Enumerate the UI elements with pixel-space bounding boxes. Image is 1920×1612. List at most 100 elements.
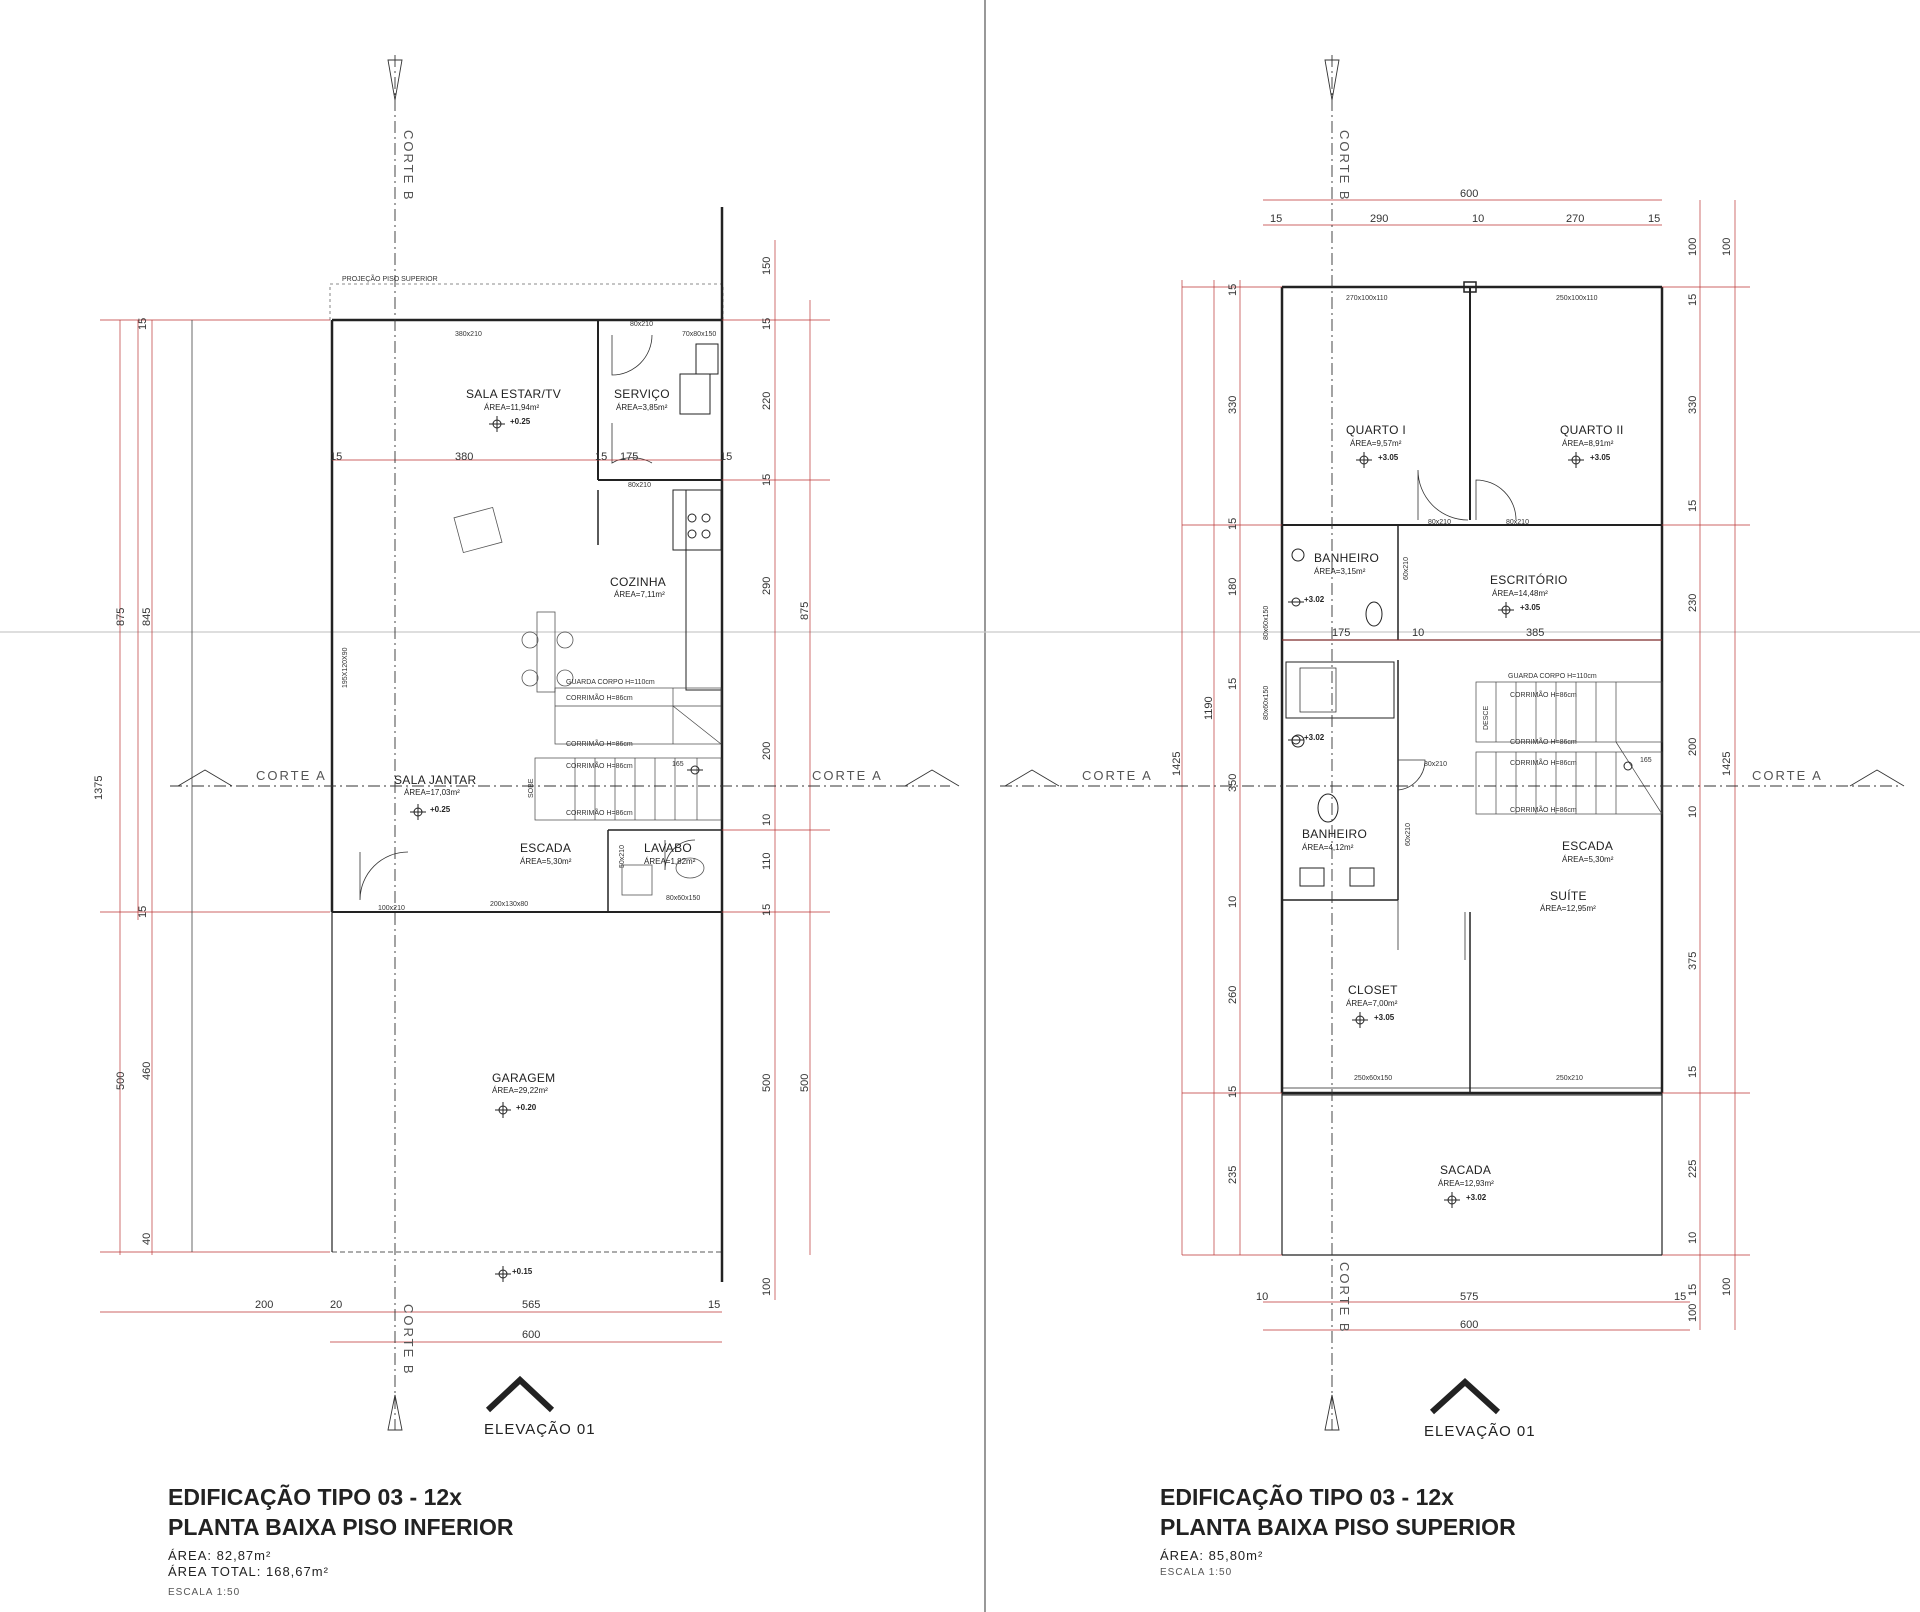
room-area: ÁREA=7,00m² <box>1346 999 1398 1008</box>
dim-label: 175 <box>1332 627 1350 639</box>
opening-labels: 270x100x110 250x100x110 80x210 80x210 60… <box>1263 295 1598 1082</box>
dim-label: 15 <box>708 1299 720 1311</box>
room-level: +3.02 <box>1466 1193 1487 1202</box>
elevation-label: ELEVAÇÃO 01 <box>1424 1423 1536 1440</box>
opening-label: 195X120X90 <box>342 647 349 688</box>
sheet-title: EDIFICAÇÃO TIPO 03 - 12x <box>1160 1484 1454 1510</box>
doors <box>1397 469 1517 960</box>
dim-label: 150 <box>761 257 773 275</box>
dim-label: 270 <box>1566 213 1584 225</box>
room-area: ÁREA=11,94m² <box>484 403 540 412</box>
dim-label: 40 <box>141 1233 153 1245</box>
dim-label: 235 <box>1227 1166 1239 1184</box>
opening-label: 80x210 <box>1428 519 1451 526</box>
dim-label: 15 <box>330 451 342 463</box>
dim-label: 100 <box>1687 1304 1699 1322</box>
dim-label: 875 <box>115 608 127 626</box>
dim-label: 260 <box>1227 986 1239 1004</box>
room-name: SALA ESTAR/TV <box>466 387 561 401</box>
dim-label: 200 <box>1687 738 1699 756</box>
dim-label: 15 <box>1227 1086 1239 1098</box>
dim-label: 100 <box>761 1278 773 1296</box>
dim-label: 15 <box>1648 213 1660 225</box>
room-name: LAVABO <box>644 841 692 855</box>
upper-floor-projection <box>329 283 724 321</box>
dim-label: 10 <box>1256 1291 1268 1303</box>
sheet-title: EDIFICAÇÃO TIPO 03 - 12x <box>168 1484 462 1510</box>
dim-label: 500 <box>115 1072 127 1090</box>
dim-label: 230 <box>1687 594 1699 612</box>
dim-label: 110 <box>761 852 773 870</box>
room-area: ÁREA=5,30m² <box>1562 855 1614 864</box>
stair-rail-note-2: CORRIMÃO H=86cm <box>1510 737 1577 746</box>
outdoor-level: +0.15 <box>512 1267 533 1276</box>
section-cuts <box>170 55 960 1431</box>
sheet-scale: ESCALA 1:50 <box>168 1587 241 1598</box>
section-label: CORTE B <box>1337 130 1352 202</box>
opening-label: 80x210 <box>630 321 653 328</box>
dim-label: 565 <box>522 1299 540 1311</box>
dim-label: 100 <box>1721 1278 1733 1296</box>
opening-label: 270x100x110 <box>1346 295 1388 302</box>
stair-guard-note: GUARDA CORPO H=110cm <box>1508 673 1597 680</box>
section-label: CORTE B <box>401 130 416 202</box>
room-name: CLOSET <box>1348 983 1398 997</box>
stair-direction: DESCE <box>1483 706 1490 730</box>
room-name: BANHEIRO <box>1302 827 1367 841</box>
interior-walls <box>1282 287 1662 1093</box>
opening-label: 250x100x110 <box>1556 295 1598 302</box>
dim-label: 15 <box>1227 678 1239 690</box>
dim-label: 10 <box>1412 627 1424 639</box>
room-level: +3.02 <box>1304 595 1325 604</box>
furniture <box>453 506 705 896</box>
dim-label: 15 <box>1227 284 1239 296</box>
dim-label: 100 <box>1721 238 1733 256</box>
dim-label: 20 <box>330 1299 342 1311</box>
opening-label: 70x80x150 <box>682 331 716 338</box>
opening-label: 100x210 <box>378 905 405 912</box>
room-name: SERVIÇO <box>614 387 670 401</box>
plan-lower-floor: PROJEÇÃO PISO SUPERIOR <box>93 55 960 1438</box>
dimension-lines <box>1181 199 1750 1331</box>
dim-label: 15 <box>761 904 773 916</box>
title-block-lower: EDIFICAÇÃO TIPO 03 - 12x PLANTA BAIXA PI… <box>168 1482 513 1600</box>
stair-rail-note-4: CORRIMÃO H=86cm <box>566 808 633 817</box>
section-label: CORTE A <box>1752 768 1823 783</box>
room-level: +3.02 <box>1304 733 1325 742</box>
room-name: SUÍTE <box>1550 888 1587 903</box>
dim-label: 10 <box>1227 896 1239 908</box>
dim-label: 1425 <box>1171 752 1183 776</box>
stair-direction: SOBE <box>528 778 535 798</box>
sheet-subtitle: PLANTA BAIXA PISO SUPERIOR <box>1160 1514 1516 1540</box>
opening-label: 80x210 <box>1424 761 1447 768</box>
stair-rail-note-3: CORRIMÃO H=86cm <box>1510 758 1577 767</box>
opening-label: 60x210 <box>1405 823 1412 846</box>
rooms-upper: QUARTO I ÁREA=9,57m² +3.05 QUARTO II ÁRE… <box>1302 423 1623 1202</box>
dim-label: 600 <box>522 1329 540 1341</box>
section-label: CORTE A <box>812 768 883 783</box>
dim-label: 225 <box>1687 1160 1699 1178</box>
stair-lower <box>534 687 722 821</box>
dim-label: 220 <box>761 392 773 410</box>
elevation-label: ELEVAÇÃO 01 <box>484 1421 596 1438</box>
opening-label: 380x210 <box>455 331 482 338</box>
dim-label: 10 <box>1472 213 1484 225</box>
stair-rail-note-4: CORRIMÃO H=86cm <box>1510 805 1577 814</box>
dim-label: 15 <box>137 318 149 330</box>
dim-label: 15 <box>1687 500 1699 512</box>
room-name: BANHEIRO <box>1314 551 1379 565</box>
stair-level: 165 <box>672 761 684 768</box>
dim-label: 15 <box>1687 1066 1699 1078</box>
projection-label: PROJEÇÃO PISO SUPERIOR <box>342 274 438 283</box>
exterior-walls <box>1280 281 1664 1256</box>
doors <box>359 334 696 901</box>
room-level: +3.05 <box>1520 603 1541 612</box>
dim-label: 385 <box>1526 627 1544 639</box>
opening-label: 250x210 <box>1556 1075 1583 1082</box>
room-area: ÁREA=29,22m² <box>492 1086 548 1095</box>
stair-level: 165 <box>1640 757 1652 764</box>
dim-label: 290 <box>761 577 773 595</box>
stair-rail-note-1: CORRIMÃO H=86cm <box>566 693 633 702</box>
opening-label: 200x130x80 <box>490 901 528 908</box>
